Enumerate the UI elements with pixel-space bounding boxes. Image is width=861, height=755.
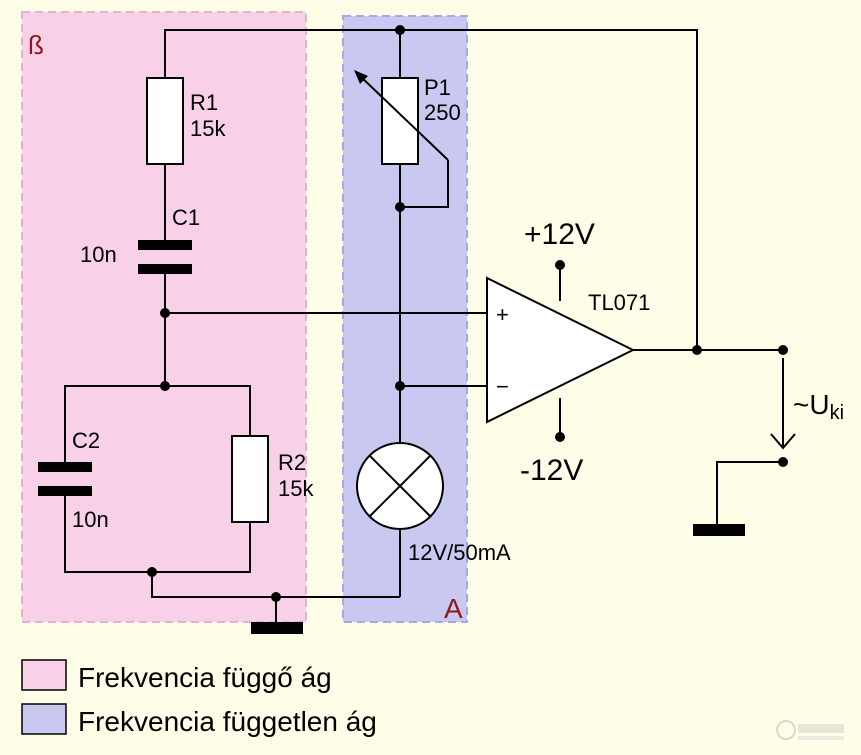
r1-resistor (146, 77, 184, 165)
lamp (356, 442, 444, 530)
output-voltage-label: ~Uki (793, 389, 844, 424)
ground-right (693, 524, 745, 536)
opamp-name: TL071 (588, 290, 650, 315)
r1-name: R1 (190, 90, 218, 115)
legend-label-independent: Frekvencia független ág (78, 706, 377, 737)
p1-wiper-arrow (354, 70, 449, 161)
c2-name: C2 (72, 428, 100, 453)
a-label: A (444, 593, 463, 624)
opamp-plus-label: + (496, 302, 509, 327)
opamp-minus-label: − (496, 374, 509, 399)
c2-plate-top (38, 462, 92, 472)
beta-label: ß (28, 30, 44, 60)
p1-potentiometer (381, 77, 419, 165)
c1-plate-bottom (138, 264, 192, 274)
opamp-triangle (486, 276, 636, 424)
ground-left (251, 622, 303, 634)
c1-value: 10n (80, 242, 117, 267)
c1-name: C1 (172, 205, 200, 230)
c2-value: 10n (72, 507, 109, 532)
r2-value: 15k (278, 476, 314, 501)
r1-value: 15k (190, 116, 226, 141)
c1-plate-top (138, 240, 192, 250)
hobbi-watermark-logo (776, 720, 844, 740)
c2-plate-bottom (38, 486, 92, 496)
legend-label-dependent: Frekvencia függő ág (78, 662, 332, 693)
p1-value: 250 (424, 100, 461, 125)
legend-swatch-dependent (21, 659, 67, 691)
output-voltage-arrow (770, 358, 796, 450)
r2-resistor (231, 435, 269, 523)
supply-positive: +12V (524, 218, 595, 251)
supply-negative: -12V (520, 454, 583, 487)
junction-dots (147, 25, 788, 602)
p1-name: P1 (424, 75, 451, 100)
lamp-value: 12V/50mA (408, 540, 511, 565)
r2-name: R2 (278, 450, 306, 475)
legend-swatch-independent (21, 703, 67, 735)
